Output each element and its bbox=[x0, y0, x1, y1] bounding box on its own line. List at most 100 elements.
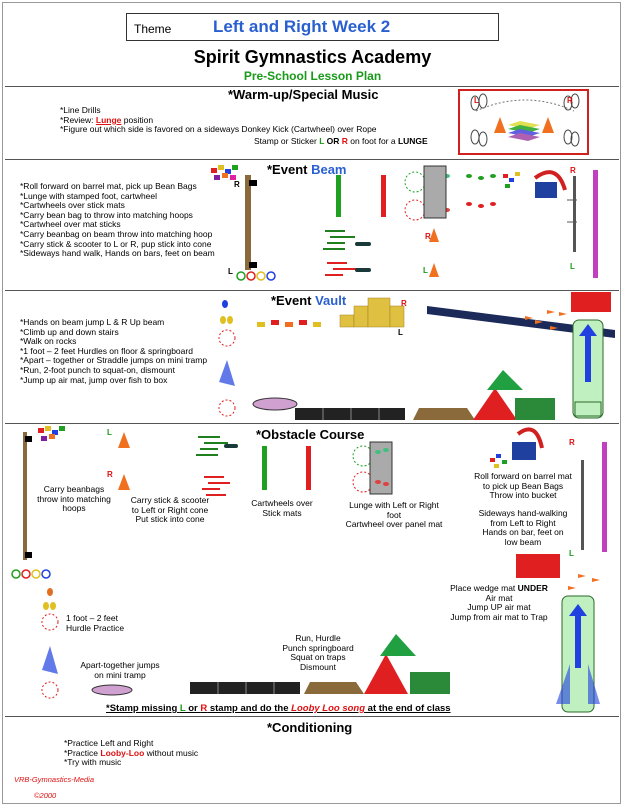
list-item: *Practice Looby-Loo without music bbox=[64, 747, 199, 758]
cone-icon bbox=[118, 432, 130, 448]
vault-title: *Event Vault bbox=[271, 293, 347, 308]
label-r: R bbox=[567, 96, 573, 105]
mat-icon bbox=[364, 654, 408, 694]
roll-note: Roll forward on barrel mat to pick up Be… bbox=[474, 471, 572, 501]
footprint-icon bbox=[470, 93, 580, 147]
divider-beam bbox=[5, 159, 619, 160]
stick-mat-icon bbox=[336, 175, 341, 217]
stick-icon bbox=[202, 476, 230, 496]
box-icon bbox=[516, 554, 560, 578]
stick-mat-icon bbox=[262, 446, 267, 490]
mat-icon bbox=[473, 388, 517, 420]
label-l: L bbox=[569, 549, 574, 558]
springboard-icon bbox=[413, 408, 475, 420]
beanbag-icon bbox=[503, 172, 520, 188]
warmup-line-2: *Review: Lunge position bbox=[60, 114, 154, 125]
list-item: *Try with music bbox=[64, 757, 122, 768]
list-item: *Carry bean bag to throw into matching h… bbox=[20, 209, 193, 220]
stick-mat-icon bbox=[306, 446, 311, 490]
label-r: R bbox=[107, 470, 113, 479]
wedge-note: Place wedge mat UNDER Air mat Jump UP ai… bbox=[450, 583, 548, 622]
cone-icon bbox=[429, 263, 439, 277]
list-item: *Lunge with stamped foot, cartwheel bbox=[20, 190, 158, 201]
list-item: *Run, 2-foot punch to squat-on, dismount bbox=[20, 364, 175, 375]
label-r: R bbox=[569, 438, 575, 447]
credit: VRB-Gymnastics-Media bbox=[14, 775, 95, 784]
lunge-note: Lunge with Left or Right foot Cartwheel … bbox=[345, 500, 443, 530]
list-item: *Walk on rocks bbox=[20, 336, 77, 347]
list-item: *1 foot – 2 feet Hurdles on floor & spri… bbox=[20, 345, 193, 356]
warmup-line-4: Stamp or Sticker L OR R on foot for a LU… bbox=[254, 136, 428, 146]
cartwheels-note: Cartwheels over Stick mats bbox=[251, 498, 313, 518]
divider-warmup bbox=[5, 86, 619, 87]
beam-icon bbox=[245, 175, 251, 270]
list-item: *Practice Left and Right bbox=[64, 738, 154, 748]
obstacle-title: *Obstacle Course bbox=[256, 427, 365, 442]
theme-box: Theme Left and Right Week 2 bbox=[126, 13, 499, 41]
handprint-icon bbox=[375, 448, 389, 454]
run-note: Run, Hurdle Punch springboard Squat on t… bbox=[282, 633, 354, 672]
beanbag-icon bbox=[211, 165, 238, 180]
label-r: R bbox=[234, 180, 240, 189]
cone-icon bbox=[542, 117, 554, 133]
carry-beanbags-note: Carry beanbags throw into matching hoops bbox=[37, 484, 111, 514]
carry-stick-note: Carry stick & scooter to Left or Right c… bbox=[130, 495, 210, 525]
mini-tramp-icon bbox=[252, 397, 298, 411]
low-beam-icon bbox=[593, 170, 598, 278]
warmup-line-3: *Figure out which side is favored on a s… bbox=[60, 124, 377, 135]
list-item: *Cartwheel over mat sticks bbox=[20, 219, 121, 230]
springboard-icon bbox=[304, 682, 364, 694]
vault-diagram bbox=[218, 292, 615, 420]
cone-icon bbox=[494, 117, 506, 133]
beanbag-icon bbox=[490, 454, 507, 468]
list-item: *Cartwheels over stick mats bbox=[20, 200, 125, 211]
theme-value: Left and Right Week 2 bbox=[213, 17, 391, 36]
warmup-text: *Line Drills *Review: Lunge position *Fi… bbox=[60, 105, 377, 135]
conditioning-list: *Practice Left and Right *Practice Looby… bbox=[64, 738, 199, 768]
stick-icon bbox=[323, 230, 371, 250]
label-r: R bbox=[570, 166, 576, 175]
cone-icon bbox=[118, 474, 130, 490]
label-l: L bbox=[570, 262, 575, 271]
list-item: *Jump up air mat, jump over fish to box bbox=[20, 374, 168, 385]
list-item: *Roll forward on barrel mat, pick up Bea… bbox=[20, 181, 197, 191]
year: ©2000 bbox=[34, 791, 57, 800]
list-item: *Carry stick & scooter to L or R, pup st… bbox=[20, 238, 212, 249]
stick-icon bbox=[196, 436, 238, 456]
beam-diagram bbox=[211, 165, 598, 281]
warmup-diagram bbox=[458, 89, 589, 155]
box-icon bbox=[571, 292, 611, 312]
stamp-note: *Stamp missing L or R stamp and do the L… bbox=[106, 703, 451, 714]
label-l: L bbox=[107, 428, 112, 437]
hoop-icon bbox=[11, 569, 51, 579]
list-item: *Hands on beam jump L & R Up beam bbox=[20, 317, 165, 327]
warmup-title: *Warm-up/Special Music bbox=[228, 87, 379, 102]
label-l: L bbox=[398, 328, 403, 337]
beam-icon bbox=[23, 432, 27, 560]
label-r: R bbox=[401, 299, 407, 308]
stairs-icon bbox=[339, 297, 405, 328]
beam-icon bbox=[427, 306, 615, 338]
list-item: *Carry beanbag on beam throw into matchi… bbox=[20, 228, 213, 239]
sideways-note: Sideways hand-walking from Left to Right… bbox=[478, 508, 568, 547]
list-item: *Apart – together or Straddle jumps on m… bbox=[20, 355, 208, 366]
hurdle-note: 1 foot – 2 feet Hurdle Practice bbox=[66, 613, 125, 633]
beanbag-icon bbox=[38, 426, 65, 441]
beam-list: *Roll forward on barrel mat, pick up Bea… bbox=[20, 181, 215, 259]
warmup-line-1: *Line Drills bbox=[60, 105, 101, 115]
hoop-icon bbox=[236, 271, 276, 281]
beam-title: *Event Beam bbox=[267, 162, 347, 177]
divider-conditioning bbox=[5, 716, 619, 717]
barrel-mat-icon bbox=[516, 427, 544, 449]
obstacle-diagram bbox=[11, 426, 607, 713]
panel-mat-icon bbox=[190, 682, 300, 694]
vault-list: *Hands on beam jump L & R Up beam *Climb… bbox=[20, 317, 208, 385]
conditioning-title: *Conditioning bbox=[267, 720, 353, 735]
footprint-icon bbox=[466, 174, 496, 208]
low-beam-icon bbox=[602, 442, 607, 552]
label-l: L bbox=[228, 267, 233, 276]
stick-icon bbox=[325, 262, 371, 276]
label-l: L bbox=[423, 266, 428, 275]
apart-note: Apart-together jumps on mini tramp bbox=[80, 660, 160, 680]
